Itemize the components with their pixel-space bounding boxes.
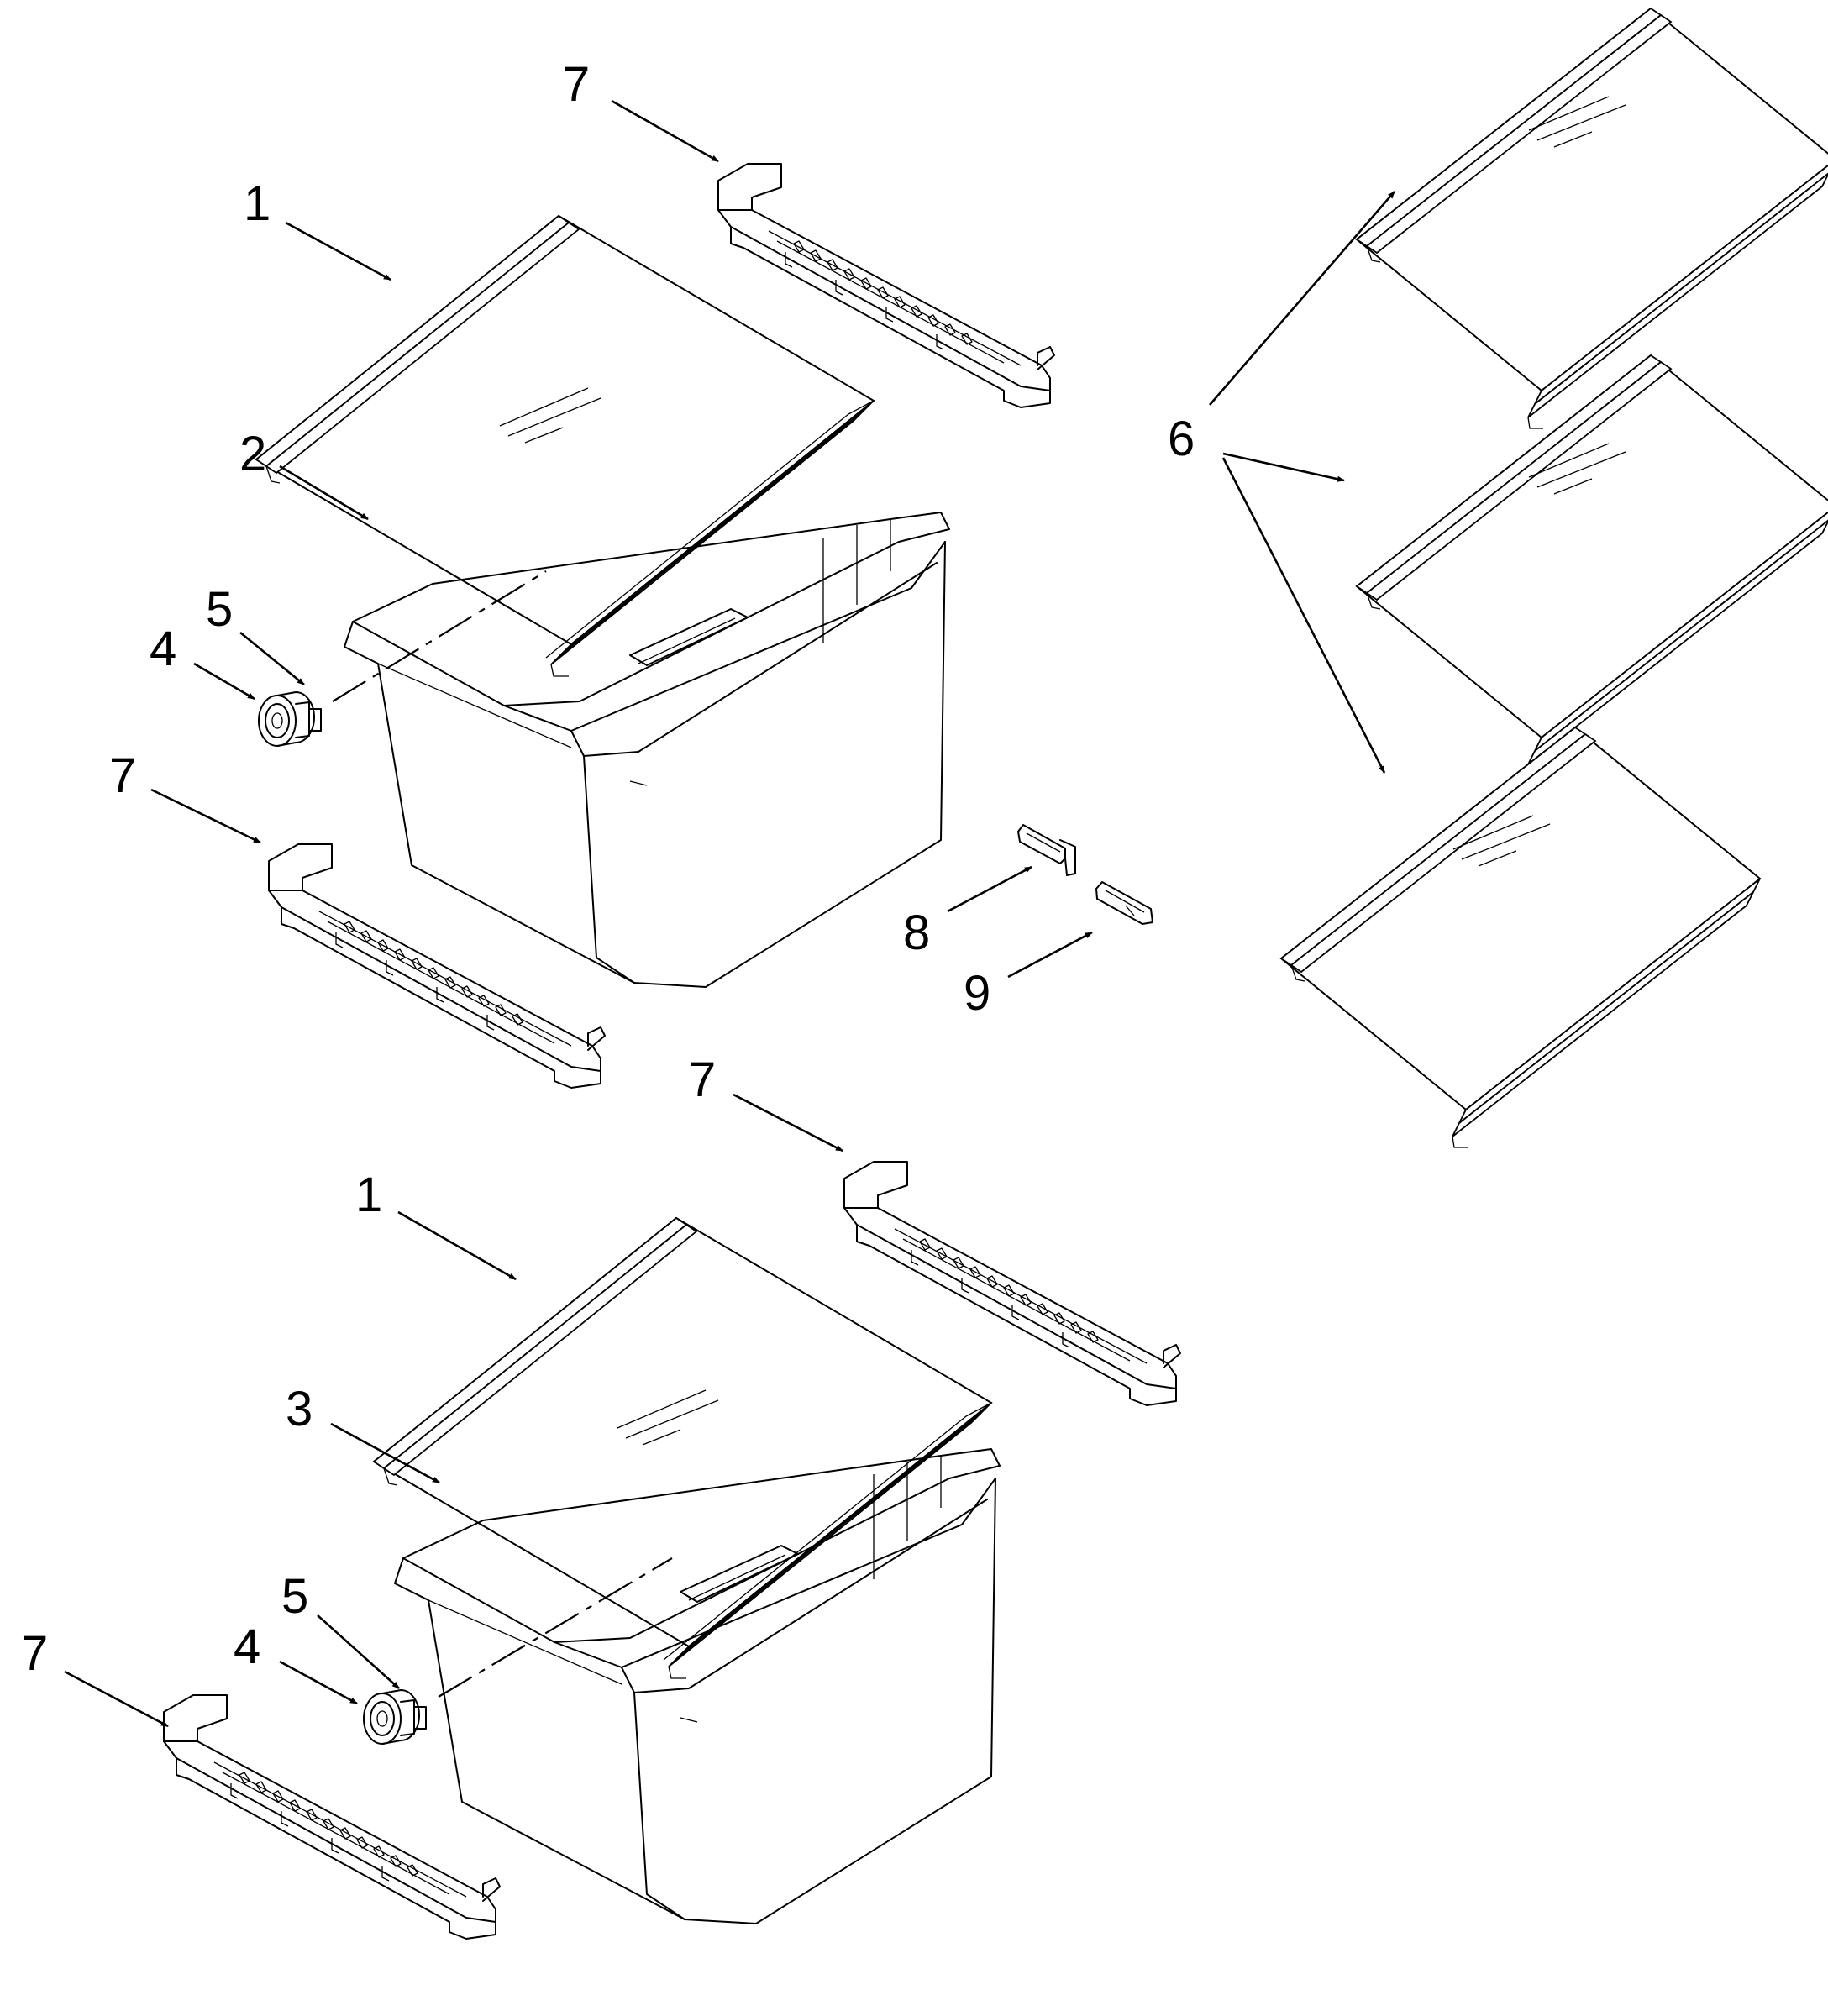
crisper-cover-bottom xyxy=(373,1217,992,1679)
callout-7-bottom-left: 7 xyxy=(21,1626,48,1681)
callout-2: 2 xyxy=(239,427,266,481)
callout-7-top-left: 7 xyxy=(109,748,136,803)
shelf-clip-part-8 xyxy=(1017,824,1076,876)
callout-6: 6 xyxy=(1168,412,1195,466)
callout-1-bottom: 1 xyxy=(355,1168,382,1222)
alignment-line-bottom xyxy=(438,1557,673,1698)
callout-4-top: 4 xyxy=(150,622,176,676)
roller-wheel-bottom xyxy=(363,1689,427,1745)
crisper-cover-top xyxy=(255,215,875,677)
callout-1-top: 1 xyxy=(244,176,271,231)
callout-5-top: 5 xyxy=(206,582,233,637)
roller-wheel-top xyxy=(258,691,322,747)
callout-9: 9 xyxy=(964,966,990,1021)
glass-shelf-3 xyxy=(1280,727,1761,1148)
glass-shelf-2 xyxy=(1356,354,1828,776)
drawer-slide-top-left xyxy=(268,843,606,1089)
alignment-line-top xyxy=(332,570,547,702)
callout-5-bottom: 5 xyxy=(281,1569,308,1624)
callout-8: 8 xyxy=(903,906,930,960)
callout-4-bottom: 4 xyxy=(234,1620,260,1674)
callout-3: 3 xyxy=(286,1382,313,1436)
glass-shelf-1 xyxy=(1356,8,1828,429)
leader-arrows xyxy=(64,99,1395,1728)
callout-7-bottom-right: 7 xyxy=(689,1053,716,1107)
drawer-slide-bottom-left xyxy=(163,1694,501,1940)
callout-7-top-right: 7 xyxy=(563,57,590,112)
shelf-clip-part-9 xyxy=(1095,881,1153,925)
